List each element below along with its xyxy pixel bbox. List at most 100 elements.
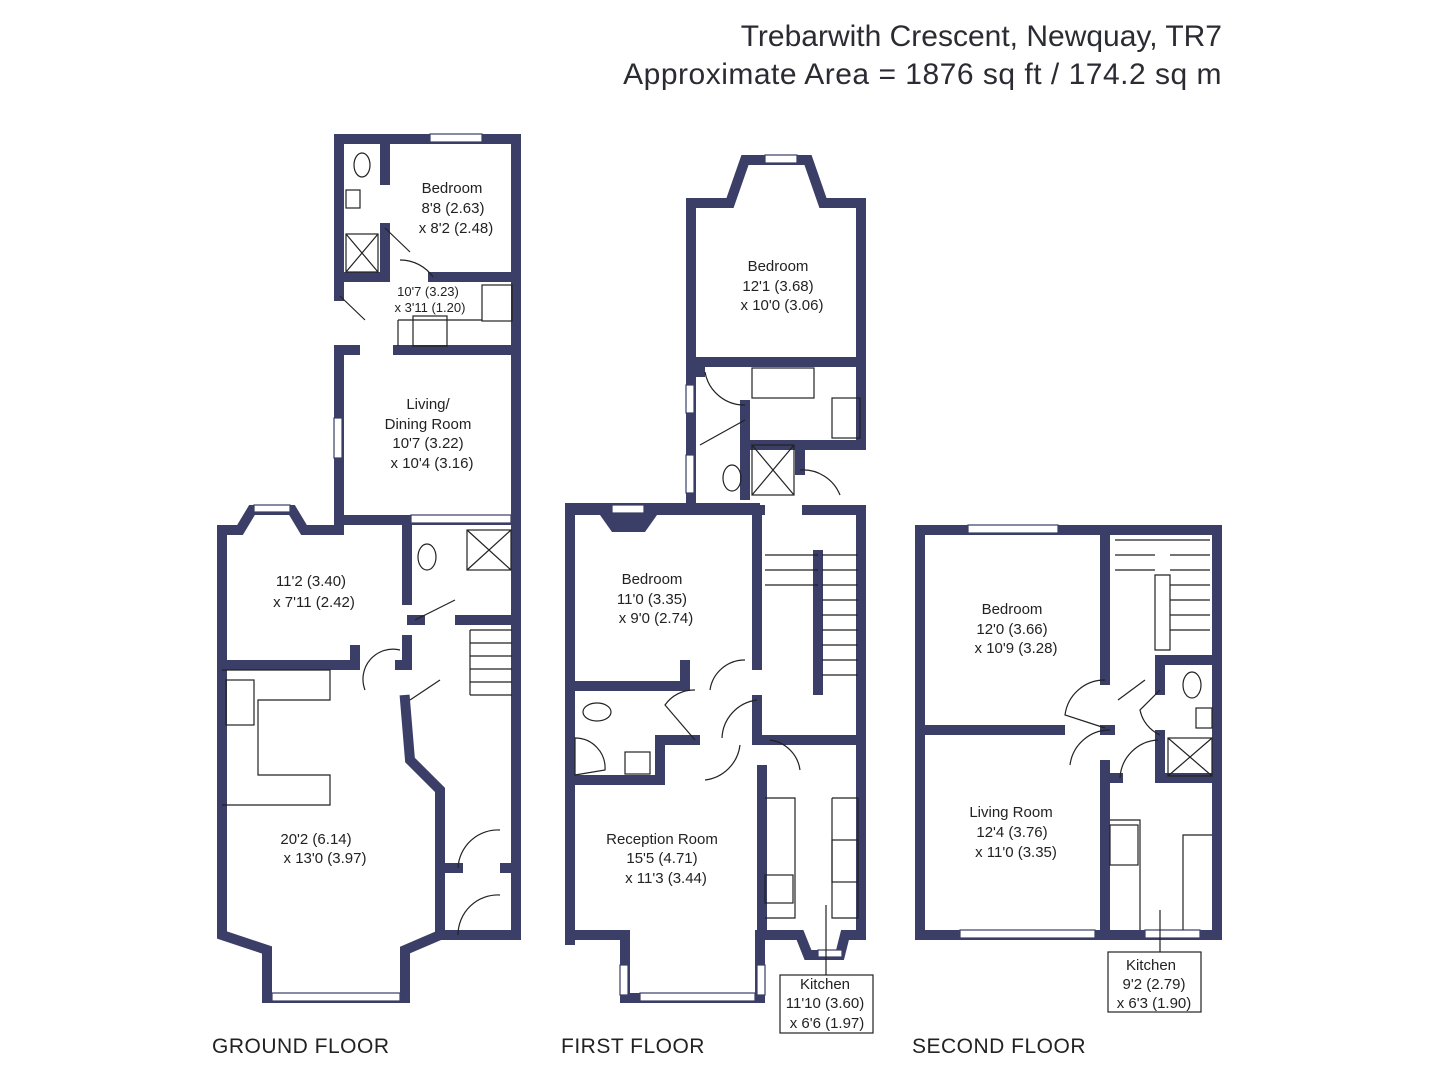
wall xyxy=(686,357,866,377)
room-dimension: 15'5 (4.71) xyxy=(626,850,697,867)
ground-outer-wall xyxy=(217,134,521,1003)
room-dimension: x 10'4 (3.16) xyxy=(391,455,474,472)
window xyxy=(639,992,756,1002)
window xyxy=(764,154,798,164)
wall xyxy=(334,134,521,282)
kitchen-counter xyxy=(397,319,482,346)
kitchen-counter xyxy=(1110,819,1212,930)
room-dimension: 10'7 (3.23) xyxy=(397,284,459,299)
toilet-icon xyxy=(417,543,437,571)
door xyxy=(339,227,501,936)
room-dimension: 9'2 (2.79) xyxy=(1123,976,1186,993)
window xyxy=(685,384,695,414)
basin-icon xyxy=(345,189,361,209)
room-name: Bedroom xyxy=(622,571,683,588)
room-name: Bedroom xyxy=(422,180,483,197)
wall xyxy=(915,525,1115,940)
sink-icon xyxy=(764,874,794,904)
room-name: Living/ xyxy=(406,396,450,413)
second-floor-plan: Bedroom 12'0 (3.66) x 10'9 (3.28) Living… xyxy=(912,524,1222,1058)
room-dimension: x 6'6 (1.97) xyxy=(790,1015,865,1032)
property-address: Trebarwith Crescent, Newquay, TR7 xyxy=(740,20,1222,53)
floor-label: GROUND FLOOR xyxy=(212,1035,390,1058)
room-name: Reception Room xyxy=(606,831,718,848)
toilet-icon xyxy=(1182,671,1202,699)
window xyxy=(253,504,291,513)
window xyxy=(685,454,695,494)
window xyxy=(429,133,483,143)
sink-icon xyxy=(412,315,448,347)
room-dimension: x 7'11 (2.42) xyxy=(273,594,355,611)
hob-icon xyxy=(481,284,513,322)
wall xyxy=(565,550,823,785)
window xyxy=(271,992,401,1002)
shower-icon xyxy=(1167,737,1213,777)
shower-icon xyxy=(751,444,795,496)
door xyxy=(664,371,841,781)
shower-icon xyxy=(466,529,512,571)
room-dimension: x 9'0 (2.74) xyxy=(619,610,694,627)
first-rear-outer-wall xyxy=(686,155,866,510)
first-floor-plan: Bedroom 12'1 (3.68) x 10'0 (3.06) Bedroo… xyxy=(561,154,874,1058)
second-outer-wall xyxy=(915,525,1222,940)
ground-floor-plan: Bedroom 8'8 (2.63) x 8'2 (2.48) 10'7 (3.… xyxy=(212,133,521,1058)
stairs xyxy=(765,554,858,676)
kitchen-label-box xyxy=(779,974,874,1034)
window xyxy=(410,514,512,524)
window xyxy=(333,417,343,459)
room-name: Bedroom xyxy=(982,601,1043,618)
room-dimension: 11'2 (3.40) xyxy=(276,573,346,590)
room-dimension: 11'0 (3.35) xyxy=(617,591,687,608)
room-dimension: x 10'9 (3.28) xyxy=(975,640,1058,657)
kitchen-counter xyxy=(765,797,859,919)
room-name: Bedroom xyxy=(748,258,809,275)
window xyxy=(959,929,1096,939)
window xyxy=(817,949,843,958)
room-dimension: 12'1 (3.68) xyxy=(742,278,813,295)
room-name: Kitchen xyxy=(1126,957,1176,974)
approximate-area: Approximate Area = 1876 sq ft / 174.2 sq… xyxy=(623,58,1222,91)
floor-label: SECOND FLOOR xyxy=(912,1035,1086,1058)
shower-icon xyxy=(1167,737,1213,777)
room-dimension: 12'0 (3.66) xyxy=(976,621,1047,638)
wall xyxy=(399,694,445,940)
room-dimension: x 11'3 (3.44) xyxy=(625,870,707,887)
room-name: Living Room xyxy=(969,804,1052,821)
room-name: Kitchen xyxy=(800,976,850,993)
room-dimension: 20'2 (6.14) xyxy=(280,831,351,848)
door xyxy=(1064,679,1161,779)
shower-icon xyxy=(345,233,379,273)
room-dimension: 12'4 (3.76) xyxy=(976,824,1047,841)
wall xyxy=(565,503,760,532)
room-dimension: x 11'0 (3.35) xyxy=(975,844,1057,861)
room-name: Dining Room xyxy=(385,416,472,433)
toilet-icon xyxy=(353,152,371,178)
window xyxy=(619,964,629,996)
wall xyxy=(217,520,412,670)
room-dimension: x 10'0 (3.06) xyxy=(741,297,824,314)
stairs xyxy=(469,629,512,696)
window xyxy=(611,504,645,514)
sink-icon xyxy=(225,679,255,726)
window xyxy=(756,964,766,996)
window xyxy=(1144,929,1201,939)
shower-icon xyxy=(466,529,512,571)
room-dimension: 10'7 (3.22) xyxy=(392,435,463,452)
stairs xyxy=(1115,539,1210,651)
kitchen-label-box xyxy=(1107,951,1202,1013)
room-dimension: x 13'0 (3.97) xyxy=(284,850,367,867)
kitchen-counter xyxy=(222,669,331,806)
room-dimension: x 3'11 (1.20) xyxy=(395,300,466,315)
shower-icon xyxy=(751,444,795,496)
floor-label: FIRST FLOOR xyxy=(561,1035,705,1058)
hob-icon xyxy=(1109,824,1139,866)
hob-icon xyxy=(831,397,861,439)
room-dimension: x 8'2 (2.48) xyxy=(419,220,494,237)
toilet-icon xyxy=(722,464,742,492)
wall xyxy=(1100,655,1222,783)
basin-icon xyxy=(1195,707,1213,729)
shower-icon xyxy=(574,737,606,776)
sink-icon xyxy=(751,367,815,399)
window xyxy=(967,524,1059,534)
